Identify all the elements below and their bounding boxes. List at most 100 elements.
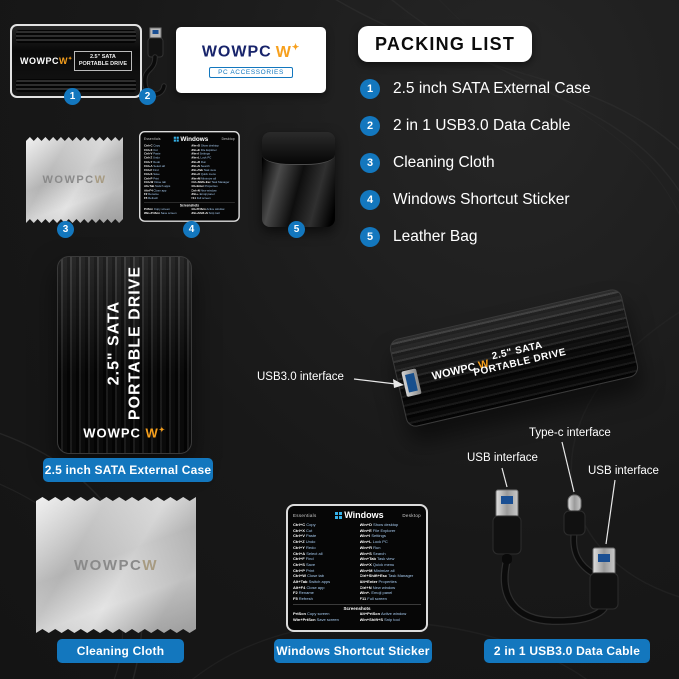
shortcut-row: Win+I Settings [359,533,386,539]
sticker-title-text: Windows [180,135,209,143]
shortcut-row: Win+PrtScn Save screen [293,616,339,622]
brand-name: WOWPC [42,174,95,186]
shortcut-row: Ctrl+Shift+Esc Task Manager [359,573,414,579]
case-spec-line2: PORTABLE DRIVE [126,266,143,421]
sticker-screenshots-header: Screenshots [293,603,421,611]
shortcut-row: Ctrl+Y Redo [293,544,316,550]
windows-logo-icon [335,511,343,519]
photo-badge-3: 3 [57,221,74,238]
shortcut-row: Ctrl+C Copy [293,522,316,527]
photo-badge-2: 2 [139,88,156,105]
shortcut-row: Alt+Tab Switch apps [143,184,171,188]
sticker-title: Windows [173,135,209,143]
shortcut-row: Ctrl+N New window [191,188,217,192]
shortcut-row: Ctrl+C Copy [143,143,161,148]
shortcut-row: Alt+PrtScn Active window [359,610,407,616]
shortcut-row: Win+PrtScn Save screen [143,210,177,215]
brand-w-icon: W [59,56,68,66]
packing-list-title: PACKING LIST [358,26,532,62]
brand-star-icon: ✦ [291,42,301,53]
shortcut-row: Win+L Lock PC [359,539,388,545]
shortcut-row: Win+S Search [359,550,386,556]
shortcut-row: F5 Refresh [293,596,313,602]
caption-cleaning-cloth: Cleaning Cloth [57,639,184,663]
shortcut-row: Win+. Emoji panel [191,192,215,196]
case-ridges-bottom [16,79,136,92]
brand-name: WOWPC [74,556,143,574]
sticker-header: Essentials Windows Desktop [293,510,421,520]
brand-w-icon: W [145,425,159,440]
shortcut-row: Ctrl+S Save [293,561,316,567]
shortcut-row: Ctrl+F Find [143,168,159,172]
shortcut-row: Ctrl+F Find [293,556,314,562]
brand-w-icon: W [94,174,107,186]
shortcut-row: F2 Rename [143,192,159,196]
cloth-brand-logo: WOWPCW [74,557,158,574]
shortcut-row: Win+S Search [191,164,210,168]
shortcut-row: Win+X Quick menu [191,172,216,176]
case-spec-line2: PORTABLE DRIVE [78,61,127,67]
item-label: Windows Shortcut Sticker [393,191,570,208]
sticker-screenshots-header: Screenshots [143,201,235,207]
sticker-title-text: Windows [344,510,384,520]
shortcut-row: Ctrl+X Cut [143,147,158,152]
shortcut-row: Ctrl+S Save [143,172,160,176]
case-brand-logo: WOWPC W✦ [58,425,191,440]
caption-shortcut-sticker: Windows Shortcut Sticker [274,639,432,663]
external-case-photo-angled-wrap: WOWPC W 2.5" SATA PORTABLE DRIVE [383,285,645,435]
shortcut-row: F11 Full screen [191,196,211,200]
item-label: 2.5 inch SATA External Case [393,80,591,97]
shortcut-row: Win+L Lock PC [191,155,212,160]
shortcut-row: Win+Tab Task view [359,556,395,562]
item-number-badge: 3 [360,153,380,173]
brand-w-icon: W [142,556,158,574]
shortcut-row: Ctrl+V Paste [143,151,161,156]
shortcut-row: Win+M Minimize all [191,176,217,180]
item-number-badge: 4 [360,190,380,210]
typec-interface-label: Type-c interface [529,427,611,439]
brand-star-icon: ✦ [158,425,166,434]
shortcut-row: Win+. Emoji panel [359,590,393,596]
shortcut-row: Win+I Settings [191,151,210,156]
external-case-photo-angled: WOWPC W 2.5" SATA PORTABLE DRIVE [387,287,641,429]
shortcut-row: Ctrl+Y Redo [143,159,161,164]
caption-external-case: 2.5 inch SATA External Case [43,458,213,482]
shortcut-row: Win+D Show desktop [359,522,399,527]
packing-list-item: 4 Windows Shortcut Sticker [360,189,665,211]
shortcut-row: Ctrl+X Cut [293,527,313,533]
shortcut-row: Alt+F4 Close app [143,188,167,192]
brand-name: WOWPC [20,56,59,66]
photo-badge-4: 4 [183,221,200,238]
usb-interface-label-left: USB interface [467,452,538,464]
shortcut-row: Win+E File Explorer [359,527,396,533]
item-number-badge: 5 [360,227,380,247]
shortcut-row: F5 Refresh [143,196,159,200]
shortcut-row: Win+D Show desktop [191,143,219,148]
sticker-col-desktop: Desktop [221,137,235,141]
item-number-badge: 1 [360,79,380,99]
shortcut-row: Ctrl+A Select all [293,550,323,556]
shortcut-row: Ctrl+N New window [359,584,396,590]
item-number-badge: 2 [360,116,380,136]
shortcut-row: Alt+Enter Properties [359,579,397,585]
sticker-title: Windows [335,510,384,520]
shortcut-row: Alt+Tab Switch apps [293,579,331,585]
photo-badge-1: 1 [64,88,81,105]
usb-cable-photo-small [142,27,167,97]
brand-name: WOWPC [201,43,272,61]
shortcut-row: Win+E File Explorer [191,147,217,152]
case-spec-line1: 2.5" SATA [89,54,116,60]
